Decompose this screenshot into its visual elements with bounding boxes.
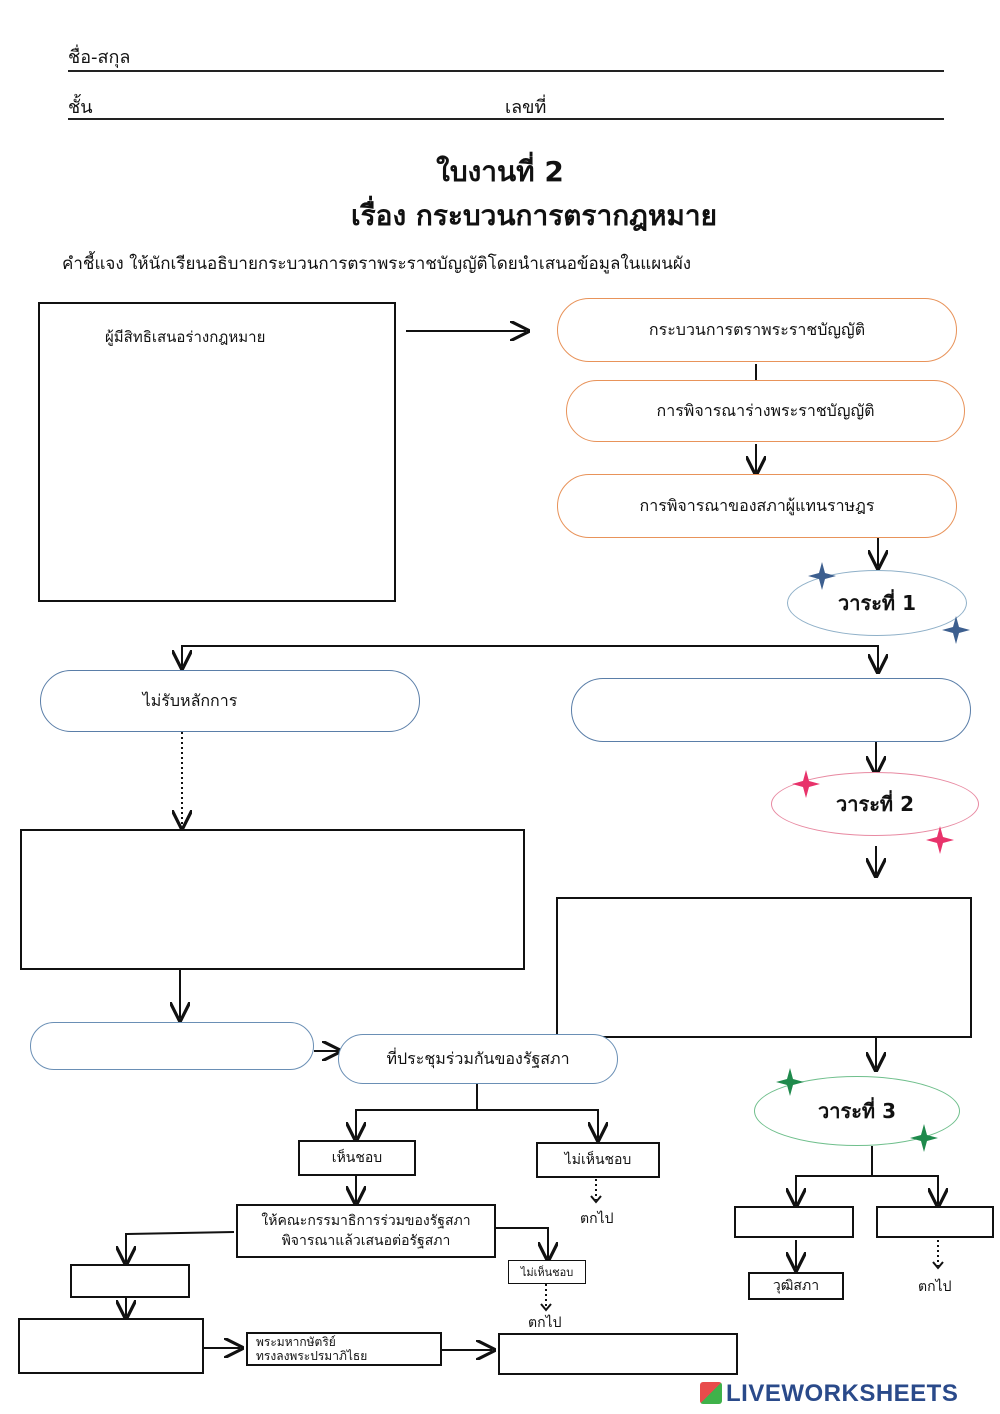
number-label: เลขที่ — [505, 97, 547, 118]
disagree-2-box: ไม่เห็นชอบ — [508, 1260, 586, 1284]
class-line[interactable] — [68, 118, 944, 120]
disagree-label: ไม่เห็นชอบ — [564, 1152, 632, 1168]
star-icon — [808, 562, 836, 590]
drop-label: ตกไป — [528, 1315, 562, 1331]
senate-label: วุฒิสภา — [772, 1278, 820, 1294]
star-icon — [792, 770, 820, 798]
liveworksheets-brand: LIVEWORKSHEETS — [726, 1380, 959, 1407]
reading-1-label: วาระที่ 1 — [837, 591, 916, 615]
class-label: ชั้น — [68, 97, 93, 118]
small-left-answer-box[interactable] — [70, 1264, 190, 1298]
liveworksheets-logo: LIVEWORKSHEETS — [700, 1380, 958, 1408]
agree-box: เห็นชอบ — [298, 1140, 416, 1176]
reading-1-oval: วาระที่ 1 — [787, 570, 967, 636]
name-line[interactable] — [68, 70, 944, 72]
accept-principle-answer-pill[interactable] — [571, 678, 971, 742]
liveworksheets-logo-icon — [700, 1382, 722, 1404]
left-small-answer-pill[interactable] — [30, 1022, 314, 1070]
worksheet-subtitle: เรื่อง กระบวนการตรากฎหมาย — [351, 199, 717, 232]
final-answer-box[interactable] — [498, 1333, 738, 1375]
drop-label: ตกไป — [580, 1211, 614, 1227]
king-line2: ทรงลงพระปรมาภิไธย — [256, 1349, 368, 1363]
joint-committee-line1: ให้คณะกรรมาธิการร่วมของรัฐสภา — [261, 1213, 471, 1229]
joint-committee-line2: พิจารณาแล้วเสนอต่อรัฐสภา — [281, 1233, 451, 1249]
reject-principle-label: ไม่รับหลักการ — [142, 690, 238, 710]
step-bill-consideration-label: การพิจารณาร่างพระราชบัญญัติ — [656, 400, 875, 420]
left-answer-box[interactable] — [20, 829, 525, 970]
proposer-label: ผู้มีสิทธิเสนอร่างกฎหมาย — [105, 328, 266, 346]
step-house-consideration: การพิจารณาของสภาผู้แทนราษฎร — [557, 474, 957, 538]
disagree-box: ไม่เห็นชอบ — [536, 1142, 660, 1178]
disagree-2-label: ไม่เห็นชอบ — [520, 1266, 574, 1279]
step-house-consideration-label: การพิจารณาของสภาผู้แทนราษฎร — [639, 495, 875, 515]
step-enactment-process: กระบวนการตราพระราชบัญญัติ — [557, 298, 957, 362]
star-icon — [910, 1124, 938, 1152]
joint-meeting-label: ที่ประชุมร่วมกันของรัฐสภา — [386, 1048, 570, 1068]
senate-box: วุฒิสภา — [748, 1272, 844, 1300]
king-assent-box: พระมหากษัตริย์ ทรงลงพระปรมาภิไธย — [246, 1332, 442, 1366]
reading-3-label: วาระที่ 3 — [817, 1099, 896, 1123]
lower-left-answer-box[interactable] — [18, 1318, 204, 1374]
drop-label: ตกไป — [918, 1279, 952, 1295]
right-answer-box[interactable] — [556, 897, 972, 1038]
step-bill-consideration: การพิจารณาร่างพระราชบัญญัติ — [566, 380, 965, 442]
worksheet-title: ใบงานที่ 2 — [436, 155, 564, 188]
agree-label: เห็นชอบ — [331, 1150, 383, 1166]
proposer-box[interactable] — [38, 302, 396, 602]
king-line1: พระมหากษัตริย์ — [256, 1335, 336, 1349]
reading-3-right-answer-box[interactable] — [876, 1206, 994, 1238]
reading-3-left-answer-box[interactable] — [734, 1206, 854, 1238]
step-enactment-process-label: กระบวนการตราพระราชบัญญัติ — [648, 319, 866, 339]
star-icon — [926, 826, 954, 854]
star-icon — [942, 616, 970, 644]
joint-meeting-pill: ที่ประชุมร่วมกันของรัฐสภา — [338, 1034, 618, 1084]
star-icon — [776, 1068, 804, 1096]
reject-principle-pill: ไม่รับหลักการ — [40, 670, 420, 732]
reading-2-label: วาระที่ 2 — [835, 792, 914, 816]
name-label: ชื่อ-สกุล — [68, 47, 131, 68]
instruction-text: คำชี้แจง ให้นักเรียนอธิบายกระบวนการตราพร… — [62, 254, 692, 274]
joint-committee-box: ให้คณะกรรมาธิการร่วมของรัฐสภา พิจารณาแล้… — [236, 1204, 496, 1258]
